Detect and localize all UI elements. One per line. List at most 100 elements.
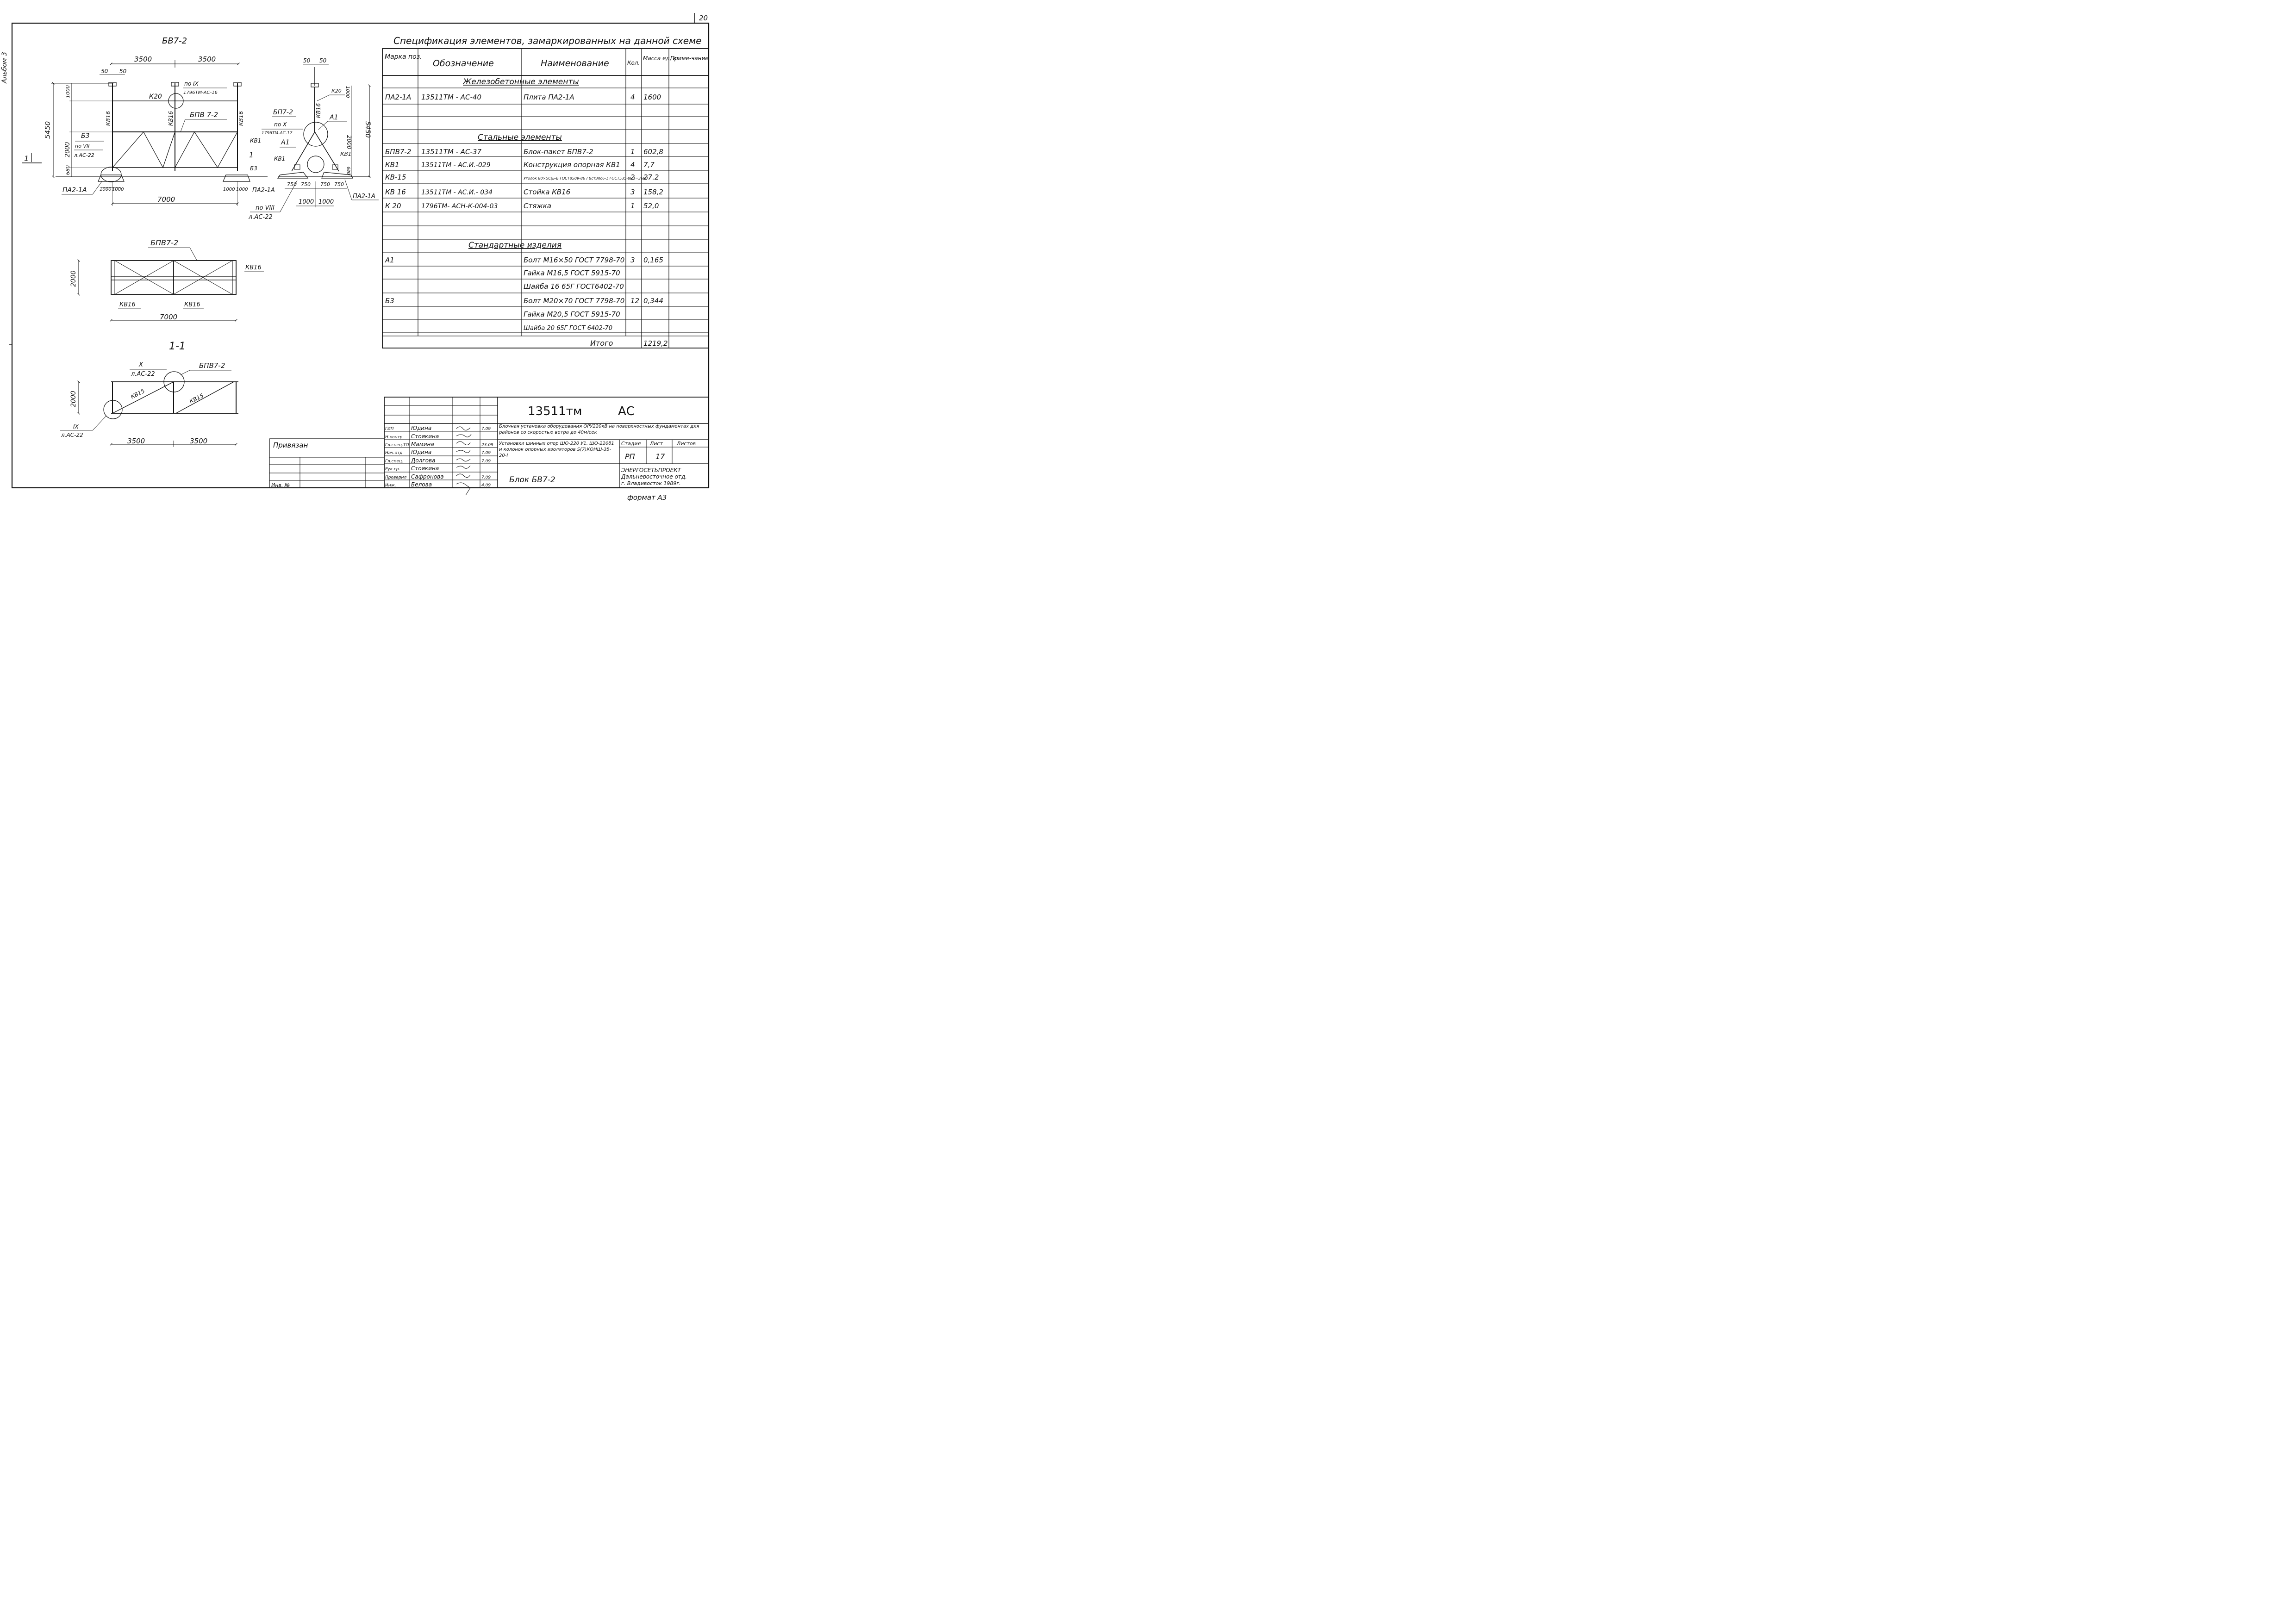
header-name: Наименование <box>541 58 609 68</box>
spec-cell-qty: 1 <box>630 148 635 156</box>
side-dim-5450: 5450 <box>364 121 371 138</box>
spec-cell-mark: КВ1 <box>385 161 399 169</box>
spec-cell-mark: А1 <box>385 256 394 264</box>
side-view: 50 50 КВ16 К20 БП7-2 по X 1796ТМ-АС-17 А… <box>248 57 379 221</box>
stamp-person-name: Стоякина <box>411 465 439 472</box>
plan-label-kb16-c: КВ16 <box>184 301 200 308</box>
plan-title: БПВ7-2 <box>150 238 178 247</box>
dim-1000-c: 1000 <box>223 187 235 192</box>
spec-cell-mark: Б3 <box>385 297 394 305</box>
sheet-value: 17 <box>655 452 665 461</box>
dim-2000: 2000 <box>64 142 71 157</box>
total-value: 1219,2 <box>643 339 668 348</box>
spec-title: Спецификация элементов, замаркированных … <box>393 35 701 46</box>
section-label-kb15-a: КВ15 <box>130 388 146 400</box>
stage-value: РП <box>625 452 635 461</box>
spec-cell-name: Стойка КВ16 <box>524 188 570 196</box>
spec-cell-mass: 158,2 <box>643 188 663 196</box>
side-dim-750-c: 750 <box>320 181 330 187</box>
section-standard: Стандартные изделия <box>468 241 562 250</box>
spec-cell-mark: КВ 16 <box>385 188 406 196</box>
dim-50-b: 50 <box>119 68 127 75</box>
side-label-po-x: по X <box>274 121 287 128</box>
sheets-label: Листов <box>676 441 696 447</box>
side-label-pa2-1a: ПА2-1А <box>353 193 375 200</box>
spec-cell-qty: 2 <box>630 173 635 181</box>
label-kb16-a: КВ16 <box>105 111 112 126</box>
dim-680: 680 <box>65 165 71 175</box>
dim-5450: 5450 <box>44 121 52 139</box>
spec-cell-qty: 4 <box>630 161 635 169</box>
header-designation: Обозначение <box>433 58 494 68</box>
section-label-x: X <box>138 361 144 368</box>
format-label: формат А3 <box>627 493 667 502</box>
spec-cell-mass: 0,344 <box>643 297 663 305</box>
label-b3: Б3 <box>81 132 90 140</box>
side-label-bp7-2: БП7-2 <box>273 109 293 116</box>
stamp-person-name: Мамина <box>411 441 434 448</box>
header-mark: Марка поз. <box>385 53 422 61</box>
side-dim-2000: 2000 <box>346 135 352 149</box>
spec-cell-mark: ПА2-1А <box>385 93 411 101</box>
spec-cell-qty: 1 <box>630 202 635 210</box>
inv-label: Инв. № <box>271 482 290 488</box>
spec-cell-mass: 0,165 <box>643 256 663 264</box>
spec-cell-mark: БПВ7-2 <box>385 148 411 156</box>
binding-block: Привязан Инв. № <box>269 438 384 488</box>
side-label-a1-b: А1 <box>281 139 289 146</box>
dim-3500-a: 3500 <box>134 55 152 63</box>
stamp-sheet-title: Блок БВ7-2 <box>509 475 555 485</box>
section-label-ac22-b: л.АС-22 <box>61 432 83 438</box>
spec-cell-name: Уголок 80×5С(Б-Б ГОСТ8509-86 / ВстЗпс6-1… <box>524 176 648 180</box>
org-dept: Дальневосточное отд. <box>621 473 687 480</box>
label-po-ix: по IX <box>184 81 199 87</box>
plan-dim-2000: 2000 <box>70 270 77 287</box>
spec-cell-mass: 1600 <box>643 93 661 101</box>
sheet-label: Лист <box>649 441 663 447</box>
side-dim-750-d: 750 <box>334 181 344 187</box>
stamp-description-2: Установки шинных опор ШО-220 У1, ШО-220б… <box>499 441 614 458</box>
spec-cell-name: Гайка М16,5 ГОСТ 5915-70 <box>524 269 620 277</box>
section-label-ac22: л.АС-22 <box>131 371 155 378</box>
label-b3-b: Б3 <box>250 165 257 172</box>
side-dim-750-a: 750 <box>287 181 297 187</box>
sheet-frame <box>11 22 710 489</box>
label-kb16-b: КВ16 <box>168 111 174 126</box>
side-label-a1: А1 <box>329 114 338 121</box>
section-label-kb15-b: КВ15 <box>188 392 205 405</box>
signatures <box>456 426 472 496</box>
label-bpv7-2: БПВ 7-2 <box>190 111 218 119</box>
stamp-description-1: Блочная установка оборудования ОРУ220кВ … <box>499 424 699 435</box>
stamp-person-name: Долгова <box>411 457 435 464</box>
label-pa2-1a-a: ПА2-1А <box>62 187 87 194</box>
album-label: Альбом 3 <box>1 52 8 84</box>
stamp-person-date: 4.09 <box>481 483 491 488</box>
section-dim-3500-b: 3500 <box>190 437 207 445</box>
section-1-1: 1-1 X л.АС-22 БПВ7-2 КВ15 КВ15 IX л.АС-2… <box>60 341 238 447</box>
org-name: ЭНЕРГОСЕТЬПРОЕКТ <box>621 467 682 473</box>
label-ref-ix: 1796ТМ-АС-16 <box>183 90 218 95</box>
binding-label: Привязан <box>273 441 308 449</box>
dim-7000: 7000 <box>157 195 175 204</box>
section-steel: Стальные элементы <box>478 133 562 142</box>
section-arrow-1: 1 <box>249 151 254 159</box>
spec-cell-name: Шайба 20 65Г ГОСТ 6402-70 <box>524 325 612 332</box>
label-kb16-c: КВ16 <box>238 111 244 126</box>
spec-cell-qty: 4 <box>630 93 635 101</box>
stamp-code-suffix: АС <box>618 404 635 418</box>
spec-cell-des: 13511ТМ - АС-40 <box>421 93 481 101</box>
spec-cell-mass: 602,8 <box>643 148 663 156</box>
label-pa2-1a-b: ПА2-1А <box>252 187 275 194</box>
side-dim-1000-b: 1000 <box>318 199 334 205</box>
section-dim-2000: 2000 <box>70 391 77 407</box>
section-title: 1-1 <box>169 341 186 352</box>
side-label-kb1: КВ1 <box>274 156 285 162</box>
section-label-ix: IX <box>73 423 79 430</box>
side-dim-680: 680 <box>346 167 350 174</box>
spec-cell-des: 13511ТМ - АС-37 <box>421 148 481 156</box>
label-ac22: л.АС-22 <box>74 152 94 158</box>
stage-label: Стадия <box>621 441 641 447</box>
side-label-k20: К20 <box>331 88 342 94</box>
plan-label-kb16-b: КВ16 <box>119 301 136 308</box>
stamp-person-role: Гл.спец.ТО <box>385 443 409 448</box>
